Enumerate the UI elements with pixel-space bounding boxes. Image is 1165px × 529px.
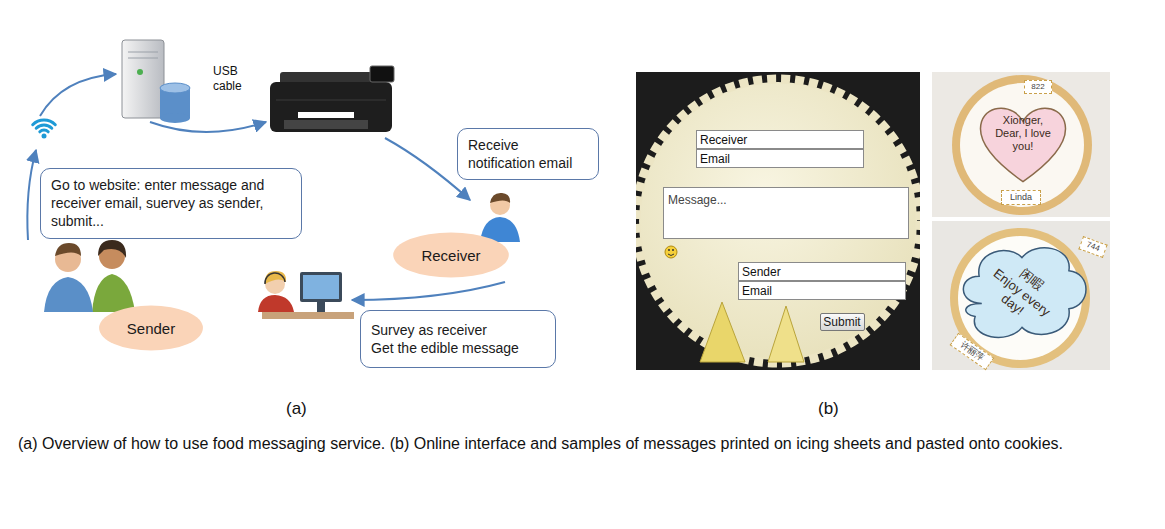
node-text: Sender [127, 320, 175, 337]
printer-icon [270, 66, 394, 132]
computer-user-icon [258, 271, 354, 319]
text-group: 744 [1085, 241, 1100, 253]
form-field: Email [696, 149, 864, 168]
role-ellipse: Sender [98, 305, 204, 351]
node-text: Xionger, Dear, I love you! [989, 114, 1057, 154]
callout-box: Receive notification email [457, 128, 599, 180]
node-text: Receive notification email [468, 136, 588, 172]
node-text: Sender [742, 265, 781, 279]
node-text: Survey as receiver [371, 321, 519, 339]
heart-icing: Xionger, Dear, I love you! [977, 100, 1069, 186]
callout-box: Survey as receiverGet the edible message [360, 310, 556, 368]
node-text: Email [742, 284, 772, 298]
cookie-number-tag: 822 [1024, 80, 1052, 94]
figure-caption: (a) Overview of how to use food messagin… [18, 432, 1148, 455]
form-field: Receiver [696, 130, 864, 149]
text-group: Sender [742, 265, 781, 279]
callout-box: Go to website: enter message and receive… [40, 168, 302, 239]
node-text: Linda [1010, 193, 1032, 202]
name-tag: Linda [1001, 190, 1041, 205]
wifi-icon [33, 120, 56, 138]
text-group: Survey as receiverGet the edible message [371, 321, 519, 357]
submit-button: Submit [820, 313, 865, 331]
node-text: Receiver [700, 133, 747, 147]
server-icon [122, 40, 190, 123]
form-field: Sender [738, 262, 906, 281]
form-field: Email [738, 281, 906, 300]
text-group: Message... [668, 193, 727, 207]
sender-people-icon [44, 240, 135, 312]
node-text: 744 [1085, 241, 1100, 253]
panel-label: (b) [818, 398, 839, 419]
text-group: Receive notification email [468, 136, 588, 172]
interface-photo [636, 72, 920, 370]
node-text: Receiver [421, 247, 480, 264]
text-group: Submit [823, 315, 860, 329]
message-field: Message... [663, 187, 909, 239]
node-text: Submit [823, 315, 860, 329]
text-group: Email [742, 284, 772, 298]
node-text: 822 [1031, 83, 1044, 91]
receiver-person-icon [480, 193, 520, 242]
text-group: Email [700, 152, 730, 166]
node-text: Go to website: enter message and receive… [51, 176, 291, 231]
node-text: Get the edible message [371, 339, 519, 357]
cookie-photo [932, 72, 1110, 370]
node-text: Message... [668, 193, 727, 207]
cloud-icing: 闲暇Enjoy every day! [955, 238, 1089, 347]
panel-label: (a) [286, 398, 307, 419]
text-group: Receiver [700, 133, 747, 147]
text-group: 822 [1031, 83, 1044, 91]
wire-label: USB cable [213, 64, 261, 94]
text-group: Sender [127, 320, 175, 337]
text-group: Linda [1010, 193, 1032, 202]
node-text: Email [700, 152, 730, 166]
text-group: Xionger, Dear, I love you! [989, 114, 1057, 154]
role-ellipse: Receiver [392, 232, 510, 278]
text-group: Receiver [421, 247, 480, 264]
text-group: Go to website: enter message and receive… [51, 176, 291, 231]
